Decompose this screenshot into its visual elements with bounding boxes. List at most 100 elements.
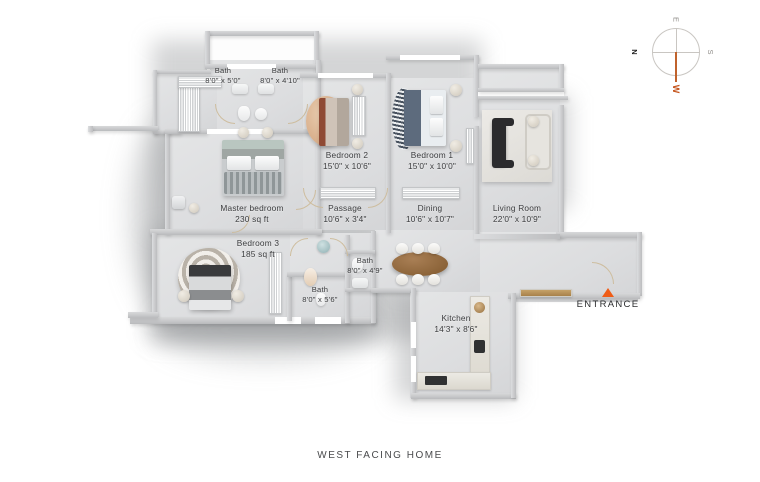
- room-label-bedroom-3: Bedroom 3 185 sq ft: [236, 238, 280, 259]
- compass-axis: [675, 28, 677, 52]
- console-shelf: [520, 289, 572, 297]
- wall: [88, 126, 93, 132]
- wall: [478, 96, 568, 100]
- window-opening: [411, 356, 416, 382]
- room-label-master-bedroom: Master bedroom 230 sq ft: [220, 203, 284, 224]
- wall: [345, 250, 375, 254]
- bed-master: [222, 140, 284, 196]
- wall: [265, 129, 321, 134]
- wall: [153, 70, 211, 74]
- toilet: [352, 258, 363, 272]
- dining-chair: [428, 243, 440, 254]
- nightstand: [352, 138, 363, 149]
- wardrobe-passage: [320, 187, 376, 199]
- window-opening: [478, 91, 564, 99]
- bed-bedroom-2: [319, 98, 349, 146]
- wall: [130, 317, 375, 324]
- wall: [153, 70, 157, 134]
- window-opening: [400, 55, 460, 60]
- side-table: [189, 203, 199, 213]
- nightstand: [450, 84, 462, 96]
- wall: [287, 272, 349, 277]
- wall: [556, 232, 642, 238]
- sink-icon: [425, 376, 447, 385]
- armchair: [172, 196, 185, 209]
- wardrobe: [352, 96, 366, 136]
- wall: [276, 64, 319, 69]
- dining-chair: [396, 274, 408, 285]
- bed-bedroom-1: [404, 90, 446, 146]
- wall: [205, 31, 319, 36]
- wall: [478, 88, 564, 92]
- wall: [474, 126, 479, 234]
- wall: [508, 293, 640, 299]
- room-label-bath-1: Bath 8'0" x 5'0": [205, 66, 241, 86]
- nightstand: [232, 290, 244, 302]
- shower-tray: [258, 84, 274, 94]
- wall: [474, 55, 479, 117]
- dining-table: [392, 252, 448, 276]
- dining-chair: [396, 243, 408, 254]
- nightstand: [352, 84, 363, 95]
- nightstand: [262, 127, 273, 138]
- wall: [411, 393, 516, 399]
- wall: [474, 234, 560, 239]
- side-table: [528, 155, 539, 166]
- shower-tray: [232, 84, 248, 94]
- wall: [371, 288, 416, 293]
- sofa-arm: [492, 160, 514, 168]
- dining-chair: [412, 274, 424, 285]
- side-table: [528, 116, 539, 127]
- window-opening: [318, 73, 373, 78]
- wall: [314, 31, 319, 73]
- window-opening: [315, 317, 341, 324]
- wall: [345, 235, 350, 323]
- wall: [637, 232, 642, 296]
- wall: [478, 64, 564, 69]
- nightstand: [450, 140, 462, 152]
- toilet: [316, 293, 326, 306]
- compass-label-west: W: [671, 84, 681, 94]
- window-opening: [411, 322, 416, 348]
- wardrobe: [466, 128, 474, 164]
- wall: [152, 233, 157, 321]
- compass-label-east: E: [671, 16, 681, 23]
- nightstand: [178, 290, 190, 302]
- toilet: [238, 106, 250, 121]
- room-label-kitchen: Kitchen 14'3" x 8'6": [434, 313, 478, 334]
- shower-fixture: [304, 268, 317, 286]
- wardrobe: [269, 252, 282, 314]
- wardrobe: [178, 76, 222, 88]
- wall-opening: [207, 129, 265, 134]
- wall: [511, 293, 516, 398]
- wall: [345, 288, 375, 292]
- dining-chair: [412, 243, 424, 254]
- wall: [559, 105, 564, 237]
- wall: [205, 31, 210, 67]
- wall: [386, 73, 391, 233]
- compass-rose: E N S W: [630, 17, 715, 93]
- compass-label-south: S: [706, 49, 716, 55]
- wall: [205, 64, 227, 69]
- sofa-arm: [492, 118, 514, 126]
- compass-label-north: N: [630, 49, 640, 55]
- wall-opening: [227, 64, 276, 69]
- sofa: [492, 120, 506, 166]
- page-caption: WEST FACING HOME: [317, 450, 443, 461]
- room-label-dining: Dining 10'6" x 10'7": [405, 203, 455, 224]
- room-label-bath-4: Bath 8'0" x 5'6": [302, 285, 338, 305]
- bed-bedroom-3: [189, 265, 231, 310]
- nightstand: [238, 127, 249, 138]
- triangle-marker-icon: [602, 288, 614, 297]
- entrance-marker: ENTRANCE: [548, 288, 668, 310]
- compass-needle: [675, 52, 677, 82]
- room-label-living-room: Living Room 22'0" x 10'9": [492, 203, 542, 224]
- room-label-bath-3: Bath 8'0" x 4'9": [347, 256, 383, 276]
- wall: [88, 126, 158, 131]
- wardrobe-dining: [402, 187, 460, 199]
- room-label-bath-2: Bath 8'0" x 4'10": [260, 66, 300, 86]
- washbasin: [255, 108, 267, 120]
- shower-tray: [352, 278, 368, 288]
- room-label-bedroom-1: Bedroom 1 15'0" x 10'0": [407, 150, 457, 171]
